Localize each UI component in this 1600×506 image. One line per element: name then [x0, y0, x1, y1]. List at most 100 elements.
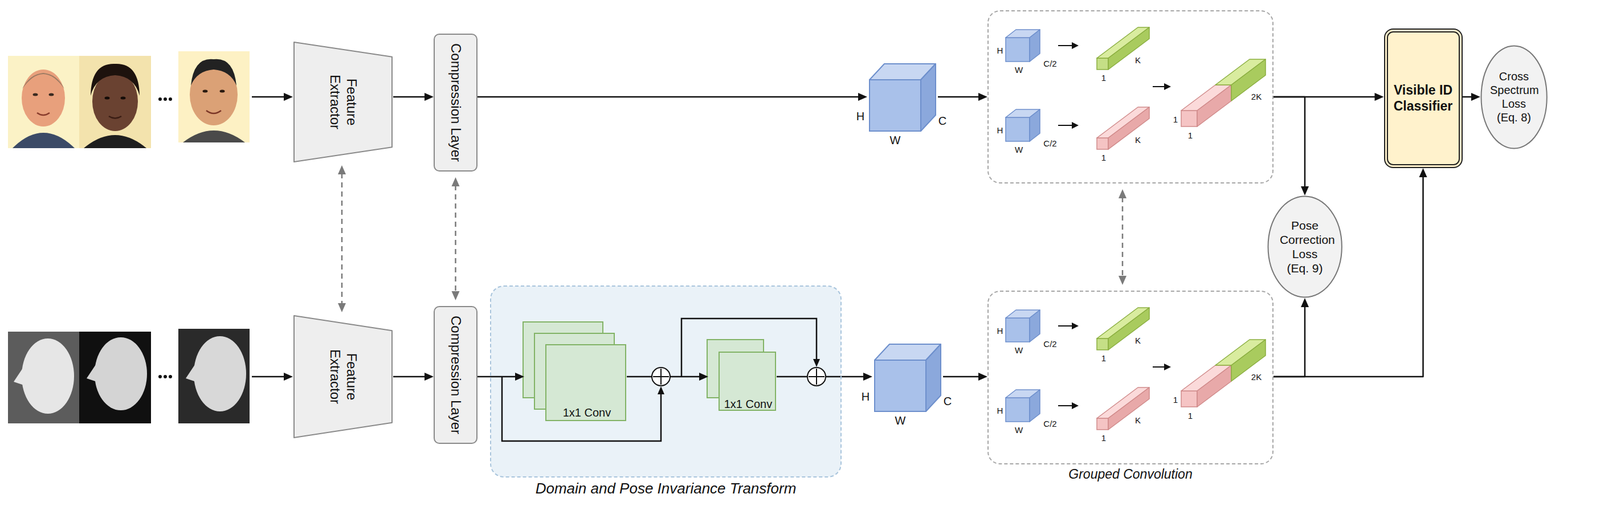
skip-connections-part — [813, 358, 820, 367]
arrow-head — [863, 372, 873, 381]
visible-face-images — [7, 51, 250, 149]
arrow-head — [1118, 275, 1127, 285]
thermal-face-images-part — [13, 368, 24, 386]
dimension-label: H — [861, 389, 870, 404]
block-caption: Grouped Convolution — [1068, 466, 1193, 483]
feature-extractor: Feature Extractor — [292, 314, 394, 439]
thermal-face-images-part — [79, 331, 151, 424]
visible-face-images-part — [104, 96, 110, 100]
thermal-face-images-part — [178, 328, 250, 424]
flow-arrow — [937, 92, 988, 101]
visible-face-images-part — [158, 97, 162, 101]
conv-squares-part — [719, 352, 776, 411]
dimension-label: 1 — [1188, 130, 1193, 141]
thermal-face-images-part — [163, 374, 167, 379]
tensor-cube — [869, 63, 936, 132]
input-arrows-part — [251, 96, 285, 99]
flow-arrow — [477, 92, 868, 101]
connector-line — [626, 376, 701, 378]
input-arrows-part — [251, 376, 285, 378]
connector-line — [1273, 96, 1305, 188]
visible-face-images-part — [202, 90, 208, 93]
connector-line — [454, 185, 457, 293]
arrow-head — [337, 165, 346, 175]
dimension-label: W — [1014, 425, 1023, 436]
dimension-label: C — [938, 113, 947, 128]
visible-face-images-part — [37, 112, 50, 116]
ellipse-outline — [1480, 45, 1548, 150]
arrow-head — [1300, 186, 1309, 196]
dimension-label: C/2 — [1043, 58, 1057, 69]
arrow-head — [699, 372, 709, 381]
feature-tensor: HWC — [867, 59, 938, 134]
sum-symbol — [651, 367, 826, 386]
connector-line — [341, 173, 344, 305]
dimension-label: H — [997, 325, 1004, 337]
dimension-label: 1 — [1101, 433, 1106, 444]
transform-block: Domain and Pose Invariance Transform1x1 … — [490, 285, 842, 478]
thermal-face-images-part — [185, 364, 197, 382]
thermal-face-images-part — [94, 337, 148, 411]
arrow-head — [451, 291, 460, 301]
sum-symbol-part — [815, 368, 818, 385]
dimension-label: W — [1014, 144, 1023, 155]
connector-line — [393, 376, 426, 378]
arrow-head — [1374, 92, 1385, 101]
loss-ellipse: Pose Correction Loss (Eq. 9) — [1267, 195, 1343, 299]
dimension-label: W — [1014, 345, 1023, 356]
feature-tensor: HWC — [872, 339, 944, 414]
visible-face-images-part — [21, 69, 65, 127]
visible-face-images-part — [190, 59, 237, 86]
loss-ellipse: Cross Spectrum Loss (Eq. 8) — [1480, 45, 1548, 150]
shared-weights-arrow — [1118, 189, 1127, 285]
input-arrows — [251, 92, 293, 381]
visible-face-images-part — [7, 55, 80, 149]
block-caption: Domain and Pose Invariance Transform — [535, 479, 797, 498]
connector-line — [393, 96, 426, 99]
arrow-head — [424, 92, 434, 101]
flow-arrow — [1273, 96, 1309, 196]
arrow-head — [337, 303, 346, 313]
visible-face-images-part — [120, 96, 126, 100]
thermal-face-images-part — [193, 336, 247, 412]
tensor-cube — [874, 344, 941, 412]
thermal-face-images-part — [21, 338, 75, 414]
arrow-head — [1471, 92, 1481, 101]
grouped-convolution: HWC/21KHWC/21K112KGrouped Convolution — [987, 290, 1274, 465]
compression-layer: Compression Layer — [433, 305, 478, 444]
flow-arrow — [1273, 298, 1309, 377]
connector-line — [937, 96, 980, 99]
arrow-head — [1419, 168, 1428, 178]
flow-arrow — [943, 372, 988, 381]
dimension-label: H — [997, 45, 1004, 56]
dimension-label: H — [997, 125, 1004, 136]
ellipse-outline — [1267, 195, 1343, 299]
visible-face-images-part — [83, 135, 147, 149]
sum-symbol-part — [651, 367, 671, 386]
node-label: Feature Extractor — [326, 345, 360, 408]
grouped-convolution: HWC/21KHWC/21K112K — [987, 10, 1274, 184]
conv-squares — [523, 321, 776, 421]
visible-face-images-part — [219, 90, 226, 93]
dimension-label: 1x1 Conv — [724, 397, 773, 411]
node-label: Visible ID Classifier — [1393, 82, 1454, 114]
dimension-label: 1 — [1101, 72, 1106, 84]
connector-line — [477, 96, 860, 99]
arrow-head — [1300, 298, 1309, 308]
dimension-label: 2K — [1251, 91, 1262, 102]
thermal-face-images-part — [7, 331, 80, 424]
feature-extractor: Feature Extractor — [292, 41, 394, 163]
arrow-head — [515, 372, 525, 381]
node-label: Compression Layer — [447, 43, 464, 162]
dimension-label: K — [1135, 135, 1141, 146]
connector-line — [477, 376, 517, 378]
compression-layer: Compression Layer — [433, 33, 478, 172]
dimension-label: 1 — [1188, 410, 1193, 422]
id-classifier: Visible ID Classifier — [1384, 28, 1463, 169]
dimension-label: 1 — [1173, 394, 1178, 406]
visible-face-images-part — [12, 132, 75, 149]
thermal-face-images-part — [158, 374, 162, 379]
connector-line — [1121, 197, 1124, 277]
